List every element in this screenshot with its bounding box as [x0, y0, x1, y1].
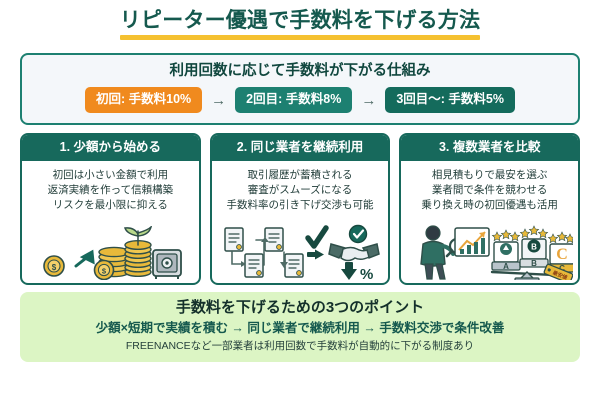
tip-card-1-line-1: 初回は小さい金額で利用 [52, 168, 169, 181]
svg-text:C: C [559, 264, 565, 273]
summary-heading: 手数料を下げるための3つのポイント [175, 299, 425, 317]
tip-card-1-line-3: リスクを最小限に抑える [52, 199, 168, 212]
svg-text:$: $ [102, 267, 107, 276]
svg-text:C: C [556, 246, 568, 263]
tip-card-1-heading: 1. 少額から始める [22, 135, 199, 161]
tip-card-3-lines: 相見積もりで最安を選ぶ 業者間で条件を競わせる 乗り換え時の初回優遇も活用 [421, 168, 558, 214]
page-title: リピーター優遇で手数料を下げる方法 [119, 9, 481, 44]
summary-flow-text: 少額×短期で実績を積む → 同じ業者で継続利用 → 手数料交渉で条件改善 [95, 321, 505, 336]
svg-text:最安値: 最安値 [551, 270, 568, 281]
tip-card-2-lines: 取引履歴が蓄積される 審査がスムーズになる 手数料率の引き下げ交渉も可能 [227, 168, 374, 214]
fee-step-list: 初回: 手数料10% → 2回目: 手数料8% → 3回目〜: 手数料5% [32, 87, 568, 114]
svg-text:%: % [360, 266, 373, 280]
coins-growth-safe-icon: $ [26, 213, 195, 283]
fee-step-third: 3回目〜: 手数料5% [385, 87, 515, 114]
svg-text:B: B [531, 243, 537, 252]
summary-note-text: FREENANCEなど一部業者は利用回数で手数料が自動的に下がる制度あり [125, 340, 475, 353]
title-underline [119, 35, 481, 41]
vendor-comparison-scale-icon: A B B C C [405, 213, 574, 283]
tip-card-1-body: 初回は小さい金額で利用 返済実績を作って信頼構築 リスクを最小限に抑える $ [22, 161, 199, 284]
documents-handshake-rate-down-icon: % [216, 213, 385, 283]
tip-card-3-line-2: 業者間で条件を競わせる [431, 183, 548, 196]
tip-card-3-line-1: 相見積もりで最安を選ぶ [431, 168, 548, 181]
step-arrow-1-icon: → [211, 91, 227, 109]
fee-step-first: 初回: 手数料10% [85, 87, 203, 114]
tip-card-2-heading: 2. 同じ業者を継続利用 [211, 135, 389, 161]
svg-text:A: A [503, 262, 509, 271]
summary-box: 手数料を下げるための3つのポイント 少額×短期で実績を積む → 同じ業者で継続利… [20, 292, 580, 362]
tip-card-compare-vendors: 3. 複数業者を比較 相見積もりで最安を選ぶ 業者間で条件を競わせる 乗り換え時… [399, 133, 581, 286]
tip-card-same-vendor: 2. 同じ業者を継続利用 取引履歴が蓄積される 審査がスムーズになる 手数料率の… [209, 133, 391, 286]
fee-step-second: 2回目: 手数料8% [235, 87, 353, 114]
tip-card-1-lines: 初回は小さい金額で利用 返済実績を作って信頼構築 リスクを最小限に抑える [48, 168, 173, 214]
tip-card-2-body: 取引履歴が蓄積される 審査がスムーズになる 手数料率の引き下げ交渉も可能 [212, 161, 389, 284]
tip-card-3-heading: 3. 複数業者を比較 [401, 135, 579, 161]
tip-card-small-amount: 1. 少額から始める 初回は小さい金額で利用 返済実績を作って信頼構築 リスクを… [20, 133, 201, 286]
tip-card-1-line-2: 返済実績を作って信頼構築 [47, 183, 174, 196]
mechanism-heading: 利用回数に応じて手数料が下がる仕組み [169, 63, 431, 80]
tip-card-3-line-3: 乗り換え時の初回優遇も活用 [421, 199, 558, 212]
page-title-text: リピーター優遇で手数料を下げる方法 [119, 9, 481, 32]
mechanism-box: 利用回数に応じて手数料が下がる仕組み 初回: 手数料10% → 2回目: 手数料… [20, 53, 580, 126]
tip-card-2-line-3: 手数料率の引き下げ交渉も可能 [226, 199, 374, 212]
tip-card-2-line-1: 取引履歴が蓄積される [247, 168, 353, 181]
tips-card-list: 1. 少額から始める 初回は小さい金額で利用 返済実績を作って信頼構築 リスクを… [20, 133, 581, 286]
tip-card-3-body: 相見積もりで最安を選ぶ 業者間で条件を競わせる 乗り換え時の初回優遇も活用 [401, 161, 578, 284]
page-title-container: リピーター優遇で手数料を下げる方法 [0, 0, 600, 44]
svg-text:B: B [531, 259, 537, 268]
svg-text:$: $ [52, 263, 57, 272]
tip-card-2-line-2: 審査がスムーズになる [247, 183, 353, 196]
step-arrow-2-icon: → [361, 91, 377, 109]
